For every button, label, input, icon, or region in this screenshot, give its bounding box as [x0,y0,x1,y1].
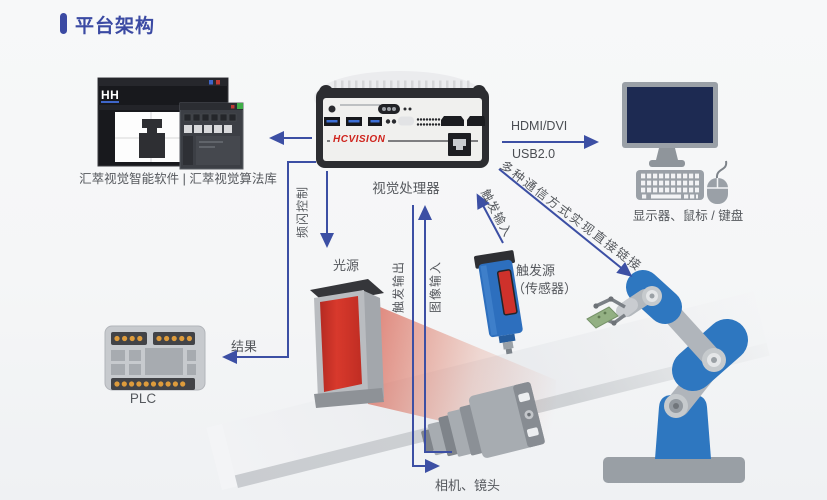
title-accent-bar [60,13,67,34]
keyboard-icon [636,170,704,200]
arrow-result [222,161,316,364]
sensor-icon [474,250,523,355]
processor-brand: HCVISION [330,134,389,145]
software-logo: HH [101,88,119,102]
camera-icon [421,382,545,458]
software-windows-icon: HH [97,77,244,170]
display-caption: 显示器、鼠标 / 键盘 [632,209,744,223]
light-source-icon [310,279,384,408]
processor-caption: 视觉处理器 [372,181,440,196]
plc-label: PLC [129,391,157,406]
robot-arm-icon [586,270,748,483]
usb-label: USB2.0 [512,147,556,161]
arrows-layer [222,131,633,473]
mouse-icon [707,160,728,204]
software-caption: 汇萃视觉智能软件 | 汇萃视觉算法库 [79,172,277,186]
trigger-output-label: 触发输出 [391,260,406,314]
sensor-label-line2: （传感器） [512,281,578,296]
strobe-control-label: 频闪控制 [295,185,310,239]
monitor-icon [622,82,718,167]
light-source-label: 光源 [333,258,360,273]
plc-icon [104,325,206,391]
arrow-trigger-output [412,205,440,473]
arrow-comm-link [498,168,633,277]
camera-label: 相机、镜头 [435,478,501,493]
image-input-label: 图像输入 [428,260,443,314]
hdmi-label: HDMI/DVI [511,119,568,133]
arrow-trigger-input [476,193,504,244]
arrow-image-input [418,205,452,453]
page-title: 平台架构 [75,16,156,37]
result-label: 结果 [231,339,258,354]
vision-processor-icon [314,71,489,168]
sensor-label-line1: 触发源 [516,263,556,278]
